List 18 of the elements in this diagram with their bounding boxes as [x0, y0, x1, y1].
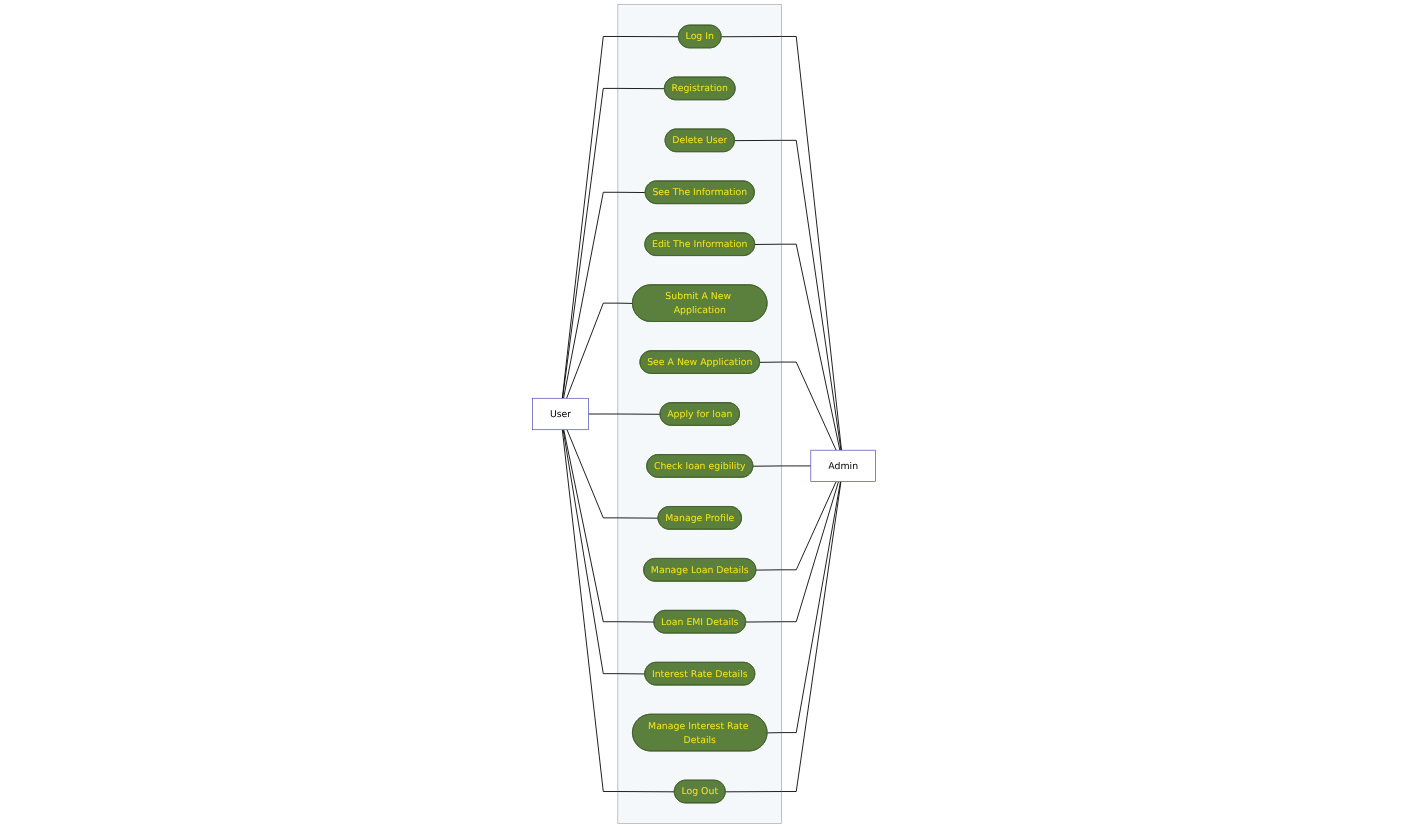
connector	[721, 36, 842, 451]
connector	[563, 429, 655, 623]
connector	[562, 87, 666, 399]
connector	[566, 429, 659, 519]
connector	[734, 139, 842, 451]
connector	[561, 429, 675, 793]
connector	[562, 429, 646, 675]
cluster	[617, 4, 782, 824]
connector	[766, 481, 841, 734]
connector	[588, 413, 661, 415]
connector	[566, 302, 634, 399]
connector	[759, 361, 837, 451]
connector	[725, 481, 842, 793]
connector	[754, 243, 841, 451]
connector	[563, 191, 646, 399]
connector	[745, 481, 839, 623]
connector	[755, 481, 837, 571]
connector	[561, 36, 680, 399]
